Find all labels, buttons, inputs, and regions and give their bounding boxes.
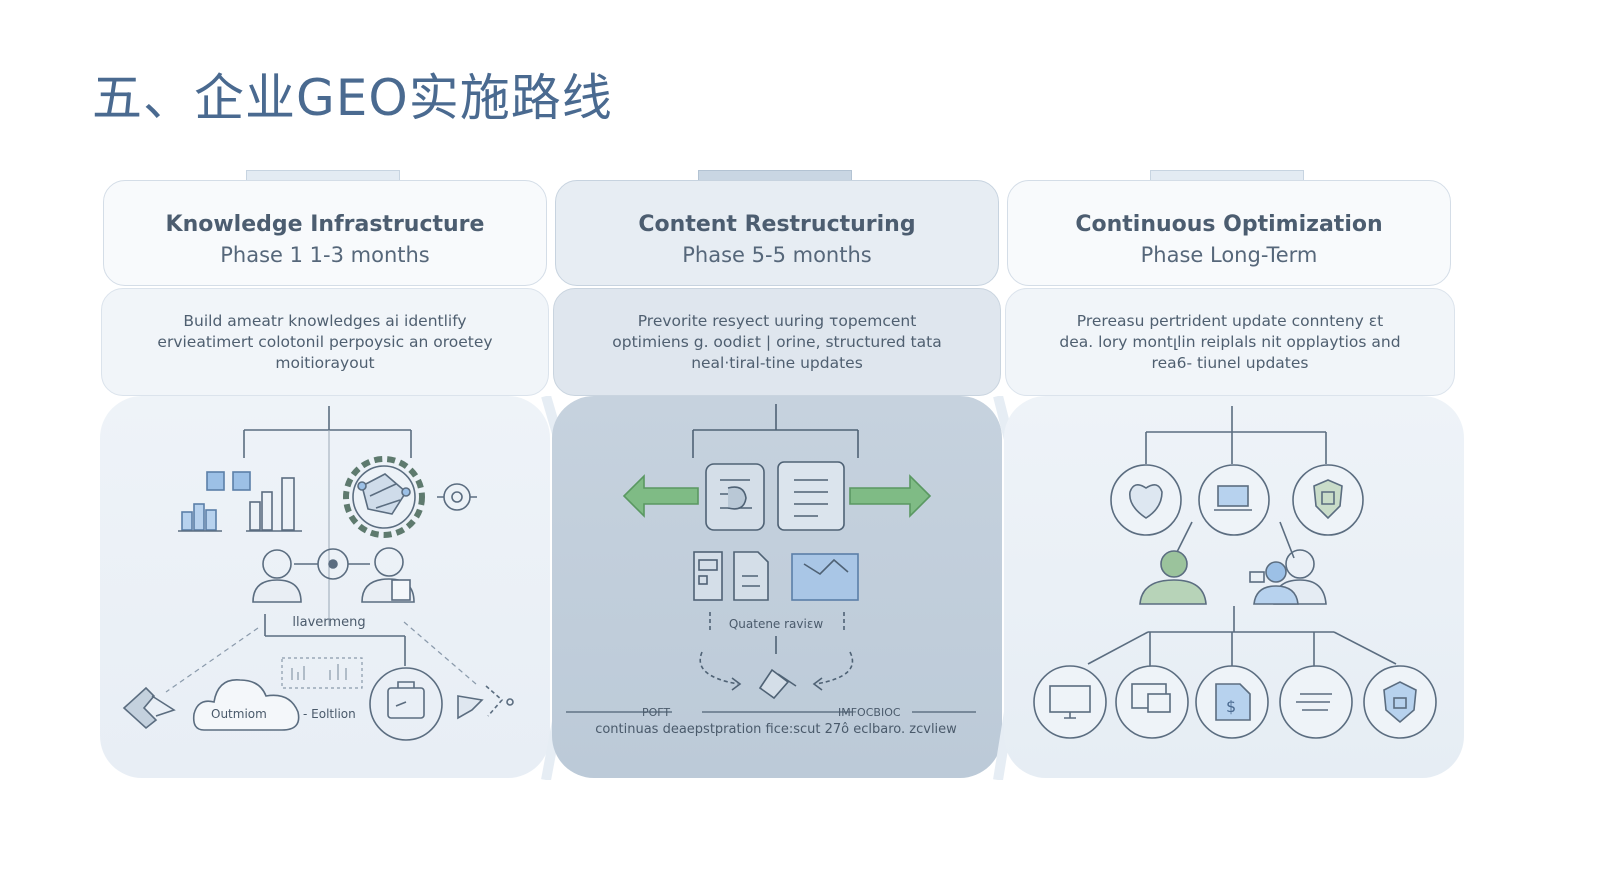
phase-desc-line: rea6- tiunel updates — [1151, 354, 1309, 372]
person-icon — [1249, 549, 1327, 605]
phase-header-card: Knowledge Infrastructure Phase 1 1-3 mon… — [103, 180, 547, 286]
arrow-icon — [457, 685, 514, 720]
phase-description-card: Build ameatr knowledges ai identlify erv… — [101, 288, 549, 396]
briefcase-icon — [369, 667, 443, 741]
phase-desc-line: optimiens g. oodiεt | orine, structured … — [612, 333, 942, 351]
phase-description-card: Prereasu pertrident update connteny εt d… — [1005, 288, 1455, 396]
cloud-label: Outmiom — [211, 707, 267, 721]
phase-subtitle: Phase 5-5 months — [682, 243, 872, 267]
phase-desc-line: moitiorayout — [275, 354, 375, 372]
phase-header-card: Content Restructuring Phase 5-5 months — [555, 180, 999, 286]
page-title: 五、企业GEO实施路线 — [92, 69, 613, 127]
document-icon — [705, 463, 765, 531]
phase-title: Content Restructuring — [638, 212, 916, 237]
phase-desc-line: Prereasu pertrident update connteny εt — [1076, 312, 1384, 330]
phase-desc-line: Prevorite resyect uuring τopemcent — [637, 312, 917, 330]
laptop-icon — [1198, 464, 1270, 536]
gear-network-icon — [343, 456, 425, 538]
phase-illustration: llavermeng Outmiom - Eoltlion — [100, 396, 550, 778]
phase-column-2: Content Restructuring Phase 5-5 months P… — [552, 170, 1002, 782]
footer-small-label: POFT — [642, 706, 670, 719]
shield-lock-icon — [1363, 665, 1437, 739]
phase-column-3: Continuous Optimization Phase Long-Term … — [1004, 170, 1464, 782]
mini-chart-icon — [281, 657, 363, 689]
file-dollar-icon: $ — [1195, 665, 1269, 739]
target-icon — [294, 548, 370, 580]
document-icon — [693, 551, 723, 601]
phase-illustration: $ — [1004, 396, 1464, 778]
phase-title: Continuous Optimization — [1075, 212, 1383, 237]
document-icon — [1279, 665, 1353, 739]
phase-description-card: Prevorite resyect uuring τopemcent optim… — [553, 288, 1001, 396]
edition-label: - Eoltlion — [303, 707, 356, 721]
phase-column-1: Knowledge Infrastructure Phase 1 1-3 mon… — [100, 170, 550, 782]
arrow-icon — [622, 474, 932, 518]
review-label: Quatene raviεw — [729, 617, 824, 631]
bar-chart-icon — [178, 471, 302, 532]
phase-desc-line: ervieatimert colotonil perpoysic an oroe… — [157, 333, 493, 351]
document-icon — [777, 461, 845, 531]
shield-lock-icon — [1292, 464, 1364, 536]
phase-desc-line: Build ameatr knowledges ai identlify — [183, 312, 467, 330]
cloud-icon — [192, 679, 300, 731]
monitor-icon — [1033, 665, 1107, 739]
phase-header-card: Continuous Optimization Phase Long-Term — [1007, 180, 1451, 286]
footer-small-label: IMFOCBIOC — [838, 706, 901, 719]
document-icon — [733, 551, 769, 601]
target-icon — [437, 483, 477, 511]
phase-subtitle: Phase 1 1-3 months — [220, 243, 430, 267]
phase-desc-line: dea. lory montլlin reiplals nit opplayti… — [1059, 333, 1401, 351]
phase-illustration: Quatene raviεw POFT IMFOCBIOC continuas … — [552, 396, 1002, 778]
diagram-label: llavermeng — [292, 615, 365, 630]
phase-desc-line: neal·tiral-tine updates — [691, 354, 863, 372]
person-icon — [361, 547, 415, 603]
arrow-icon — [699, 651, 854, 700]
svg-text:$: $ — [1226, 697, 1236, 716]
phase-title: Knowledge Infrastructure — [165, 212, 485, 237]
footer-label: continuas deaepstpration fice:scut 27ô e… — [595, 722, 957, 737]
person-icon — [252, 549, 302, 603]
arrow-icon — [122, 686, 176, 730]
monitor-icon — [1115, 665, 1189, 739]
heart-icon — [1110, 464, 1182, 536]
person-icon — [1139, 550, 1207, 605]
document-icon — [791, 553, 859, 601]
phase-subtitle: Phase Long-Term — [1140, 243, 1318, 267]
